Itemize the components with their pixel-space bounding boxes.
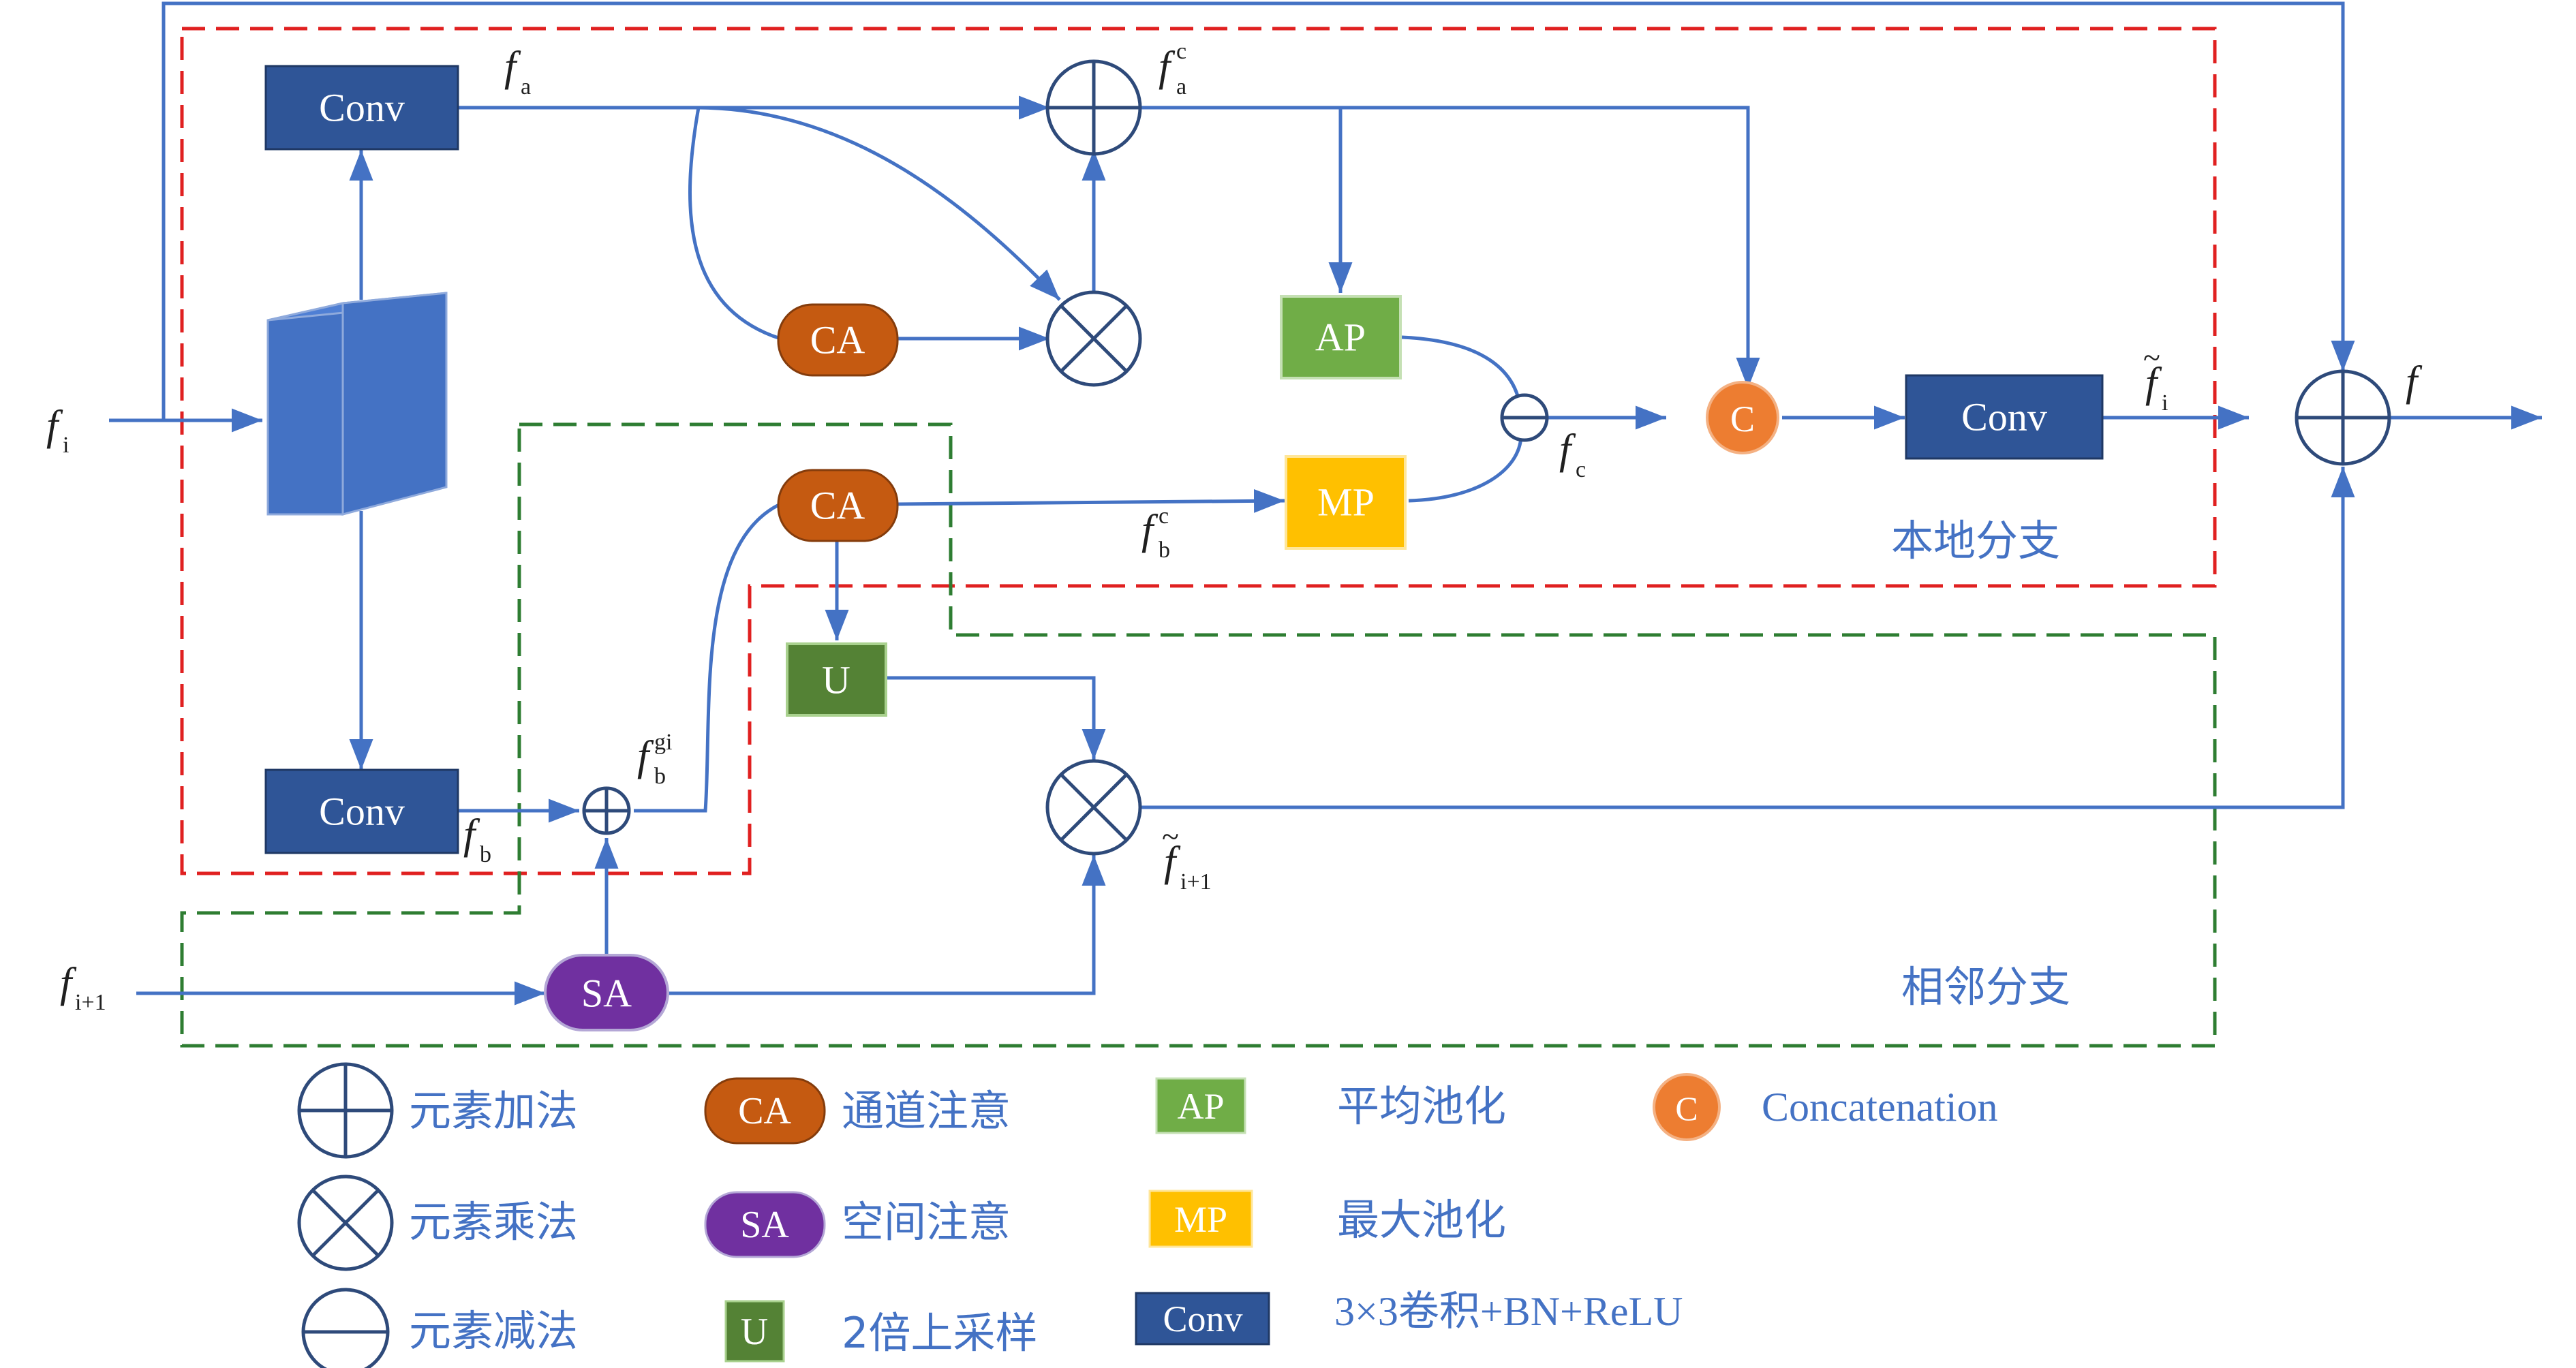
svg-text:CA: CA bbox=[738, 1090, 791, 1132]
legend-sa-label: 空间注意 bbox=[842, 1197, 1011, 1247]
svg-text:f: f bbox=[504, 44, 521, 90]
svg-text:b: b bbox=[654, 764, 666, 789]
legend-multiply-icon bbox=[297, 1175, 394, 1271]
subtract-operator bbox=[1500, 393, 1549, 442]
multiply-operator-top bbox=[1045, 290, 1142, 387]
label-fac: f c a bbox=[1159, 39, 1186, 99]
add-operator-top bbox=[1045, 59, 1142, 156]
svg-text:U: U bbox=[822, 658, 850, 702]
label-fi-tilde: ~ f i bbox=[2143, 340, 2168, 416]
legend-conv-tag: Conv bbox=[1135, 1292, 1270, 1346]
local-branch-label: 本地分支 bbox=[1891, 516, 2060, 565]
multiply-operator-bottom bbox=[1045, 759, 1142, 856]
svg-text:C: C bbox=[1675, 1089, 1698, 1128]
label-fa: f a bbox=[504, 44, 531, 99]
add-operator-final bbox=[2295, 369, 2391, 466]
adjacent-branch-region bbox=[180, 422, 2217, 1048]
channel-attention-top: CA bbox=[777, 303, 899, 377]
legend-u-tag: U bbox=[724, 1300, 785, 1363]
svg-text:c: c bbox=[1159, 503, 1169, 529]
svg-text:i: i bbox=[2162, 390, 2168, 416]
svg-text:f: f bbox=[463, 811, 480, 858]
label-f-out: f bbox=[2406, 358, 2423, 405]
legend-ap-label: 平均池化 bbox=[1337, 1081, 1506, 1131]
svg-text:CA: CA bbox=[810, 484, 865, 528]
legend-concat-tag: C bbox=[1653, 1073, 1721, 1141]
svg-text:C: C bbox=[1730, 399, 1755, 439]
label-fc: f c bbox=[1559, 426, 1586, 482]
label-fi1-tilde: ~ f i+1 bbox=[1162, 819, 1212, 895]
label-fbc: f c b bbox=[1141, 503, 1170, 563]
legend-add-icon bbox=[297, 1062, 394, 1159]
svg-text:c: c bbox=[1576, 457, 1586, 482]
svg-text:f: f bbox=[1141, 507, 1159, 553]
concat-block: C bbox=[1706, 381, 1779, 454]
label-fbgi: f gi b bbox=[637, 730, 672, 789]
conv-block-bottom: Conv bbox=[264, 768, 459, 854]
svg-text:U: U bbox=[741, 1311, 768, 1353]
svg-text:Conv: Conv bbox=[319, 790, 405, 834]
legend-ap-tag: AP bbox=[1155, 1077, 1246, 1134]
legend-mp-tag: MP bbox=[1148, 1190, 1253, 1248]
svg-text:SA: SA bbox=[740, 1204, 789, 1246]
legend-add-label: 元素加法 bbox=[409, 1086, 578, 1136]
svg-text:MP: MP bbox=[1174, 1199, 1227, 1240]
conv-block-right: Conv bbox=[1905, 374, 2104, 460]
svg-text:~: ~ bbox=[1162, 819, 1179, 854]
svg-text:f: f bbox=[2406, 358, 2423, 405]
spatial-attention-block: SA bbox=[544, 954, 669, 1031]
legend-conv-label: 3×3卷积+BN+ReLU bbox=[1334, 1289, 1683, 1334]
legend-ca-label: 通道注意 bbox=[842, 1086, 1011, 1136]
svg-text:Conv: Conv bbox=[319, 86, 405, 130]
svg-text:f: f bbox=[1559, 426, 1576, 473]
svg-text:a: a bbox=[1176, 74, 1186, 99]
adjacent-branch-label: 相邻分支 bbox=[1901, 962, 2070, 1012]
svg-text:SA: SA bbox=[581, 971, 632, 1016]
legend-concat-label: Concatenation bbox=[1762, 1085, 1998, 1130]
svg-text:f: f bbox=[1159, 44, 1176, 90]
svg-text:f: f bbox=[46, 403, 63, 449]
local-branch-region bbox=[180, 27, 2217, 875]
legend-subtract-label: 元素减法 bbox=[409, 1306, 578, 1356]
legend-multiply-label: 元素乘法 bbox=[409, 1197, 578, 1247]
svg-text:MP: MP bbox=[1317, 480, 1375, 525]
channel-attention-mid: CA bbox=[777, 469, 899, 542]
legend-ca-tag: CA bbox=[704, 1077, 826, 1145]
svg-text:gi: gi bbox=[654, 730, 672, 755]
max-pool-block: MP bbox=[1285, 455, 1407, 550]
legend: 元素加法 元素乘法 元素减法 CA 通道注意 SA 空间注意 U 2倍上采 bbox=[297, 1062, 1998, 1368]
svg-text:AP: AP bbox=[1177, 1086, 1224, 1127]
upsample-block: U bbox=[786, 642, 887, 717]
label-fb: f b bbox=[463, 811, 491, 867]
svg-text:i+1: i+1 bbox=[1180, 869, 1212, 895]
svg-text:Conv: Conv bbox=[1163, 1299, 1242, 1339]
svg-text:AP: AP bbox=[1315, 315, 1366, 360]
svg-text:~: ~ bbox=[2143, 340, 2160, 375]
svg-text:f: f bbox=[637, 733, 654, 779]
avg-pool-block: AP bbox=[1280, 295, 1402, 379]
svg-text:CA: CA bbox=[810, 318, 865, 362]
label-fi1: f i+1 bbox=[60, 960, 106, 1015]
svg-text:Conv: Conv bbox=[1961, 395, 2047, 439]
svg-text:b: b bbox=[1159, 538, 1170, 563]
input-feature-block bbox=[266, 292, 448, 516]
conv-block-top: Conv bbox=[264, 65, 459, 151]
legend-sa-tag: SA bbox=[704, 1191, 826, 1258]
svg-text:a: a bbox=[521, 74, 531, 99]
legend-subtract-icon bbox=[301, 1288, 390, 1368]
svg-text:i+1: i+1 bbox=[75, 990, 106, 1015]
legend-u-label: 2倍上采样 bbox=[842, 1308, 1037, 1358]
legend-mp-label: 最大池化 bbox=[1337, 1195, 1506, 1245]
add-operator-small bbox=[582, 786, 631, 835]
svg-text:i: i bbox=[63, 433, 69, 458]
svg-text:b: b bbox=[480, 842, 491, 867]
label-fi: f i bbox=[46, 403, 69, 458]
svg-text:c: c bbox=[1176, 39, 1186, 64]
